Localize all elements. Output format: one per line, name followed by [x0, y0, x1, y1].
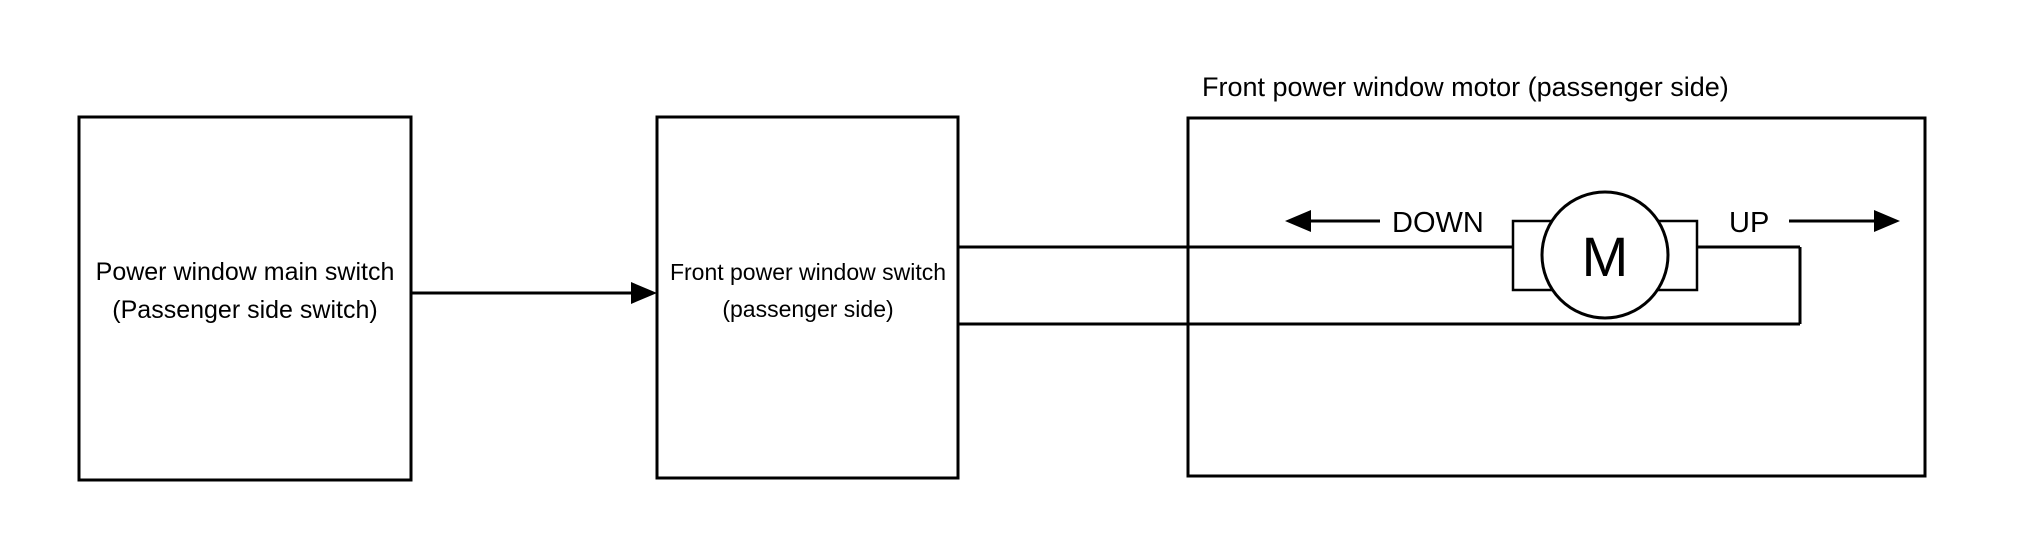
block-front-power-window-switch[interactable]: Front power window switch (passenger sid… [655, 115, 960, 480]
block-power-window-main-switch[interactable]: Power window main switch (Passenger side… [77, 115, 413, 482]
connector-main-switch-to-front-switch [411, 282, 657, 304]
block-1-label-line1: Power window main switch [96, 258, 395, 286]
block-2-label-line1: Front power window switch [670, 259, 946, 285]
motor-circle [1540, 190, 1670, 320]
direction-indicator-down: DOWN [1285, 207, 1484, 239]
block-2-label-line2: (passenger side) [722, 296, 893, 322]
up-arrow-head-right [1874, 210, 1900, 232]
block-3-outline [1186, 116, 1927, 478]
block-3-title: Front power window motor (passenger side… [1202, 72, 1729, 102]
motor-letter: M [1582, 225, 1629, 288]
block-1-outline [77, 115, 413, 482]
up-label: UP [1729, 207, 1769, 239]
down-label: DOWN [1392, 207, 1484, 239]
block-1-label-line2: (Passenger side switch) [112, 296, 377, 324]
motor-symbol: M [1511, 190, 1699, 320]
down-arrow-head-left [1285, 210, 1311, 232]
direction-indicator-up: UP [1729, 207, 1900, 239]
connector-arrow-head-right [631, 282, 657, 304]
block-2-outline [655, 115, 960, 480]
